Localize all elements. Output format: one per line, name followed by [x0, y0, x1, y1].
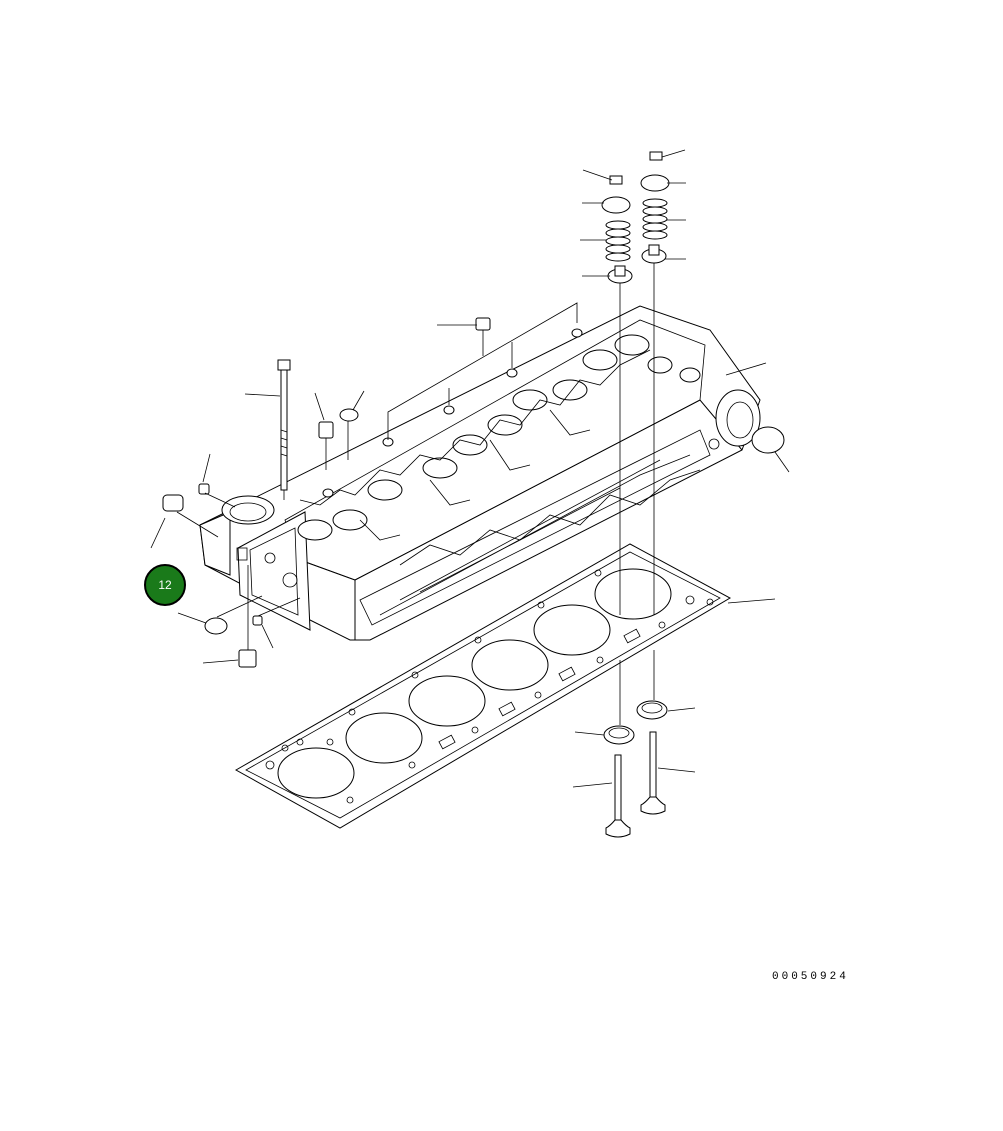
head-bolt: [277, 359, 291, 491]
leader-lines: [150, 149, 790, 788]
callout-number: 12: [158, 578, 172, 592]
valve: [605, 731, 666, 838]
drawing-number: 00050924: [772, 971, 849, 983]
plug: [162, 317, 785, 668]
valve-train-parts: [601, 151, 670, 745]
callout-badge-12[interactable]: 12: [144, 564, 186, 606]
head-gasket: [234, 543, 732, 829]
